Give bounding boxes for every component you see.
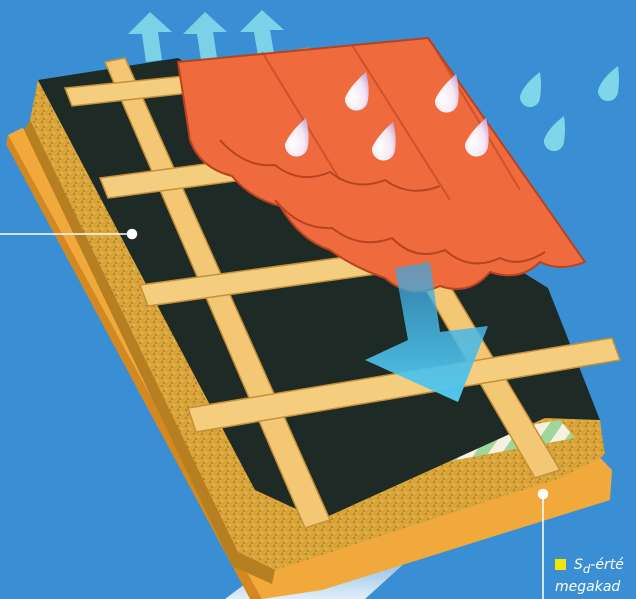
caption-bullet xyxy=(555,559,566,570)
caption-line1: -érté xyxy=(590,557,624,573)
caption-symbol: S xyxy=(574,557,583,573)
caption-line2: megakad xyxy=(555,578,624,596)
raindrop-icon xyxy=(520,66,619,151)
sd-value-caption: Sd-érté megakad xyxy=(555,556,624,596)
